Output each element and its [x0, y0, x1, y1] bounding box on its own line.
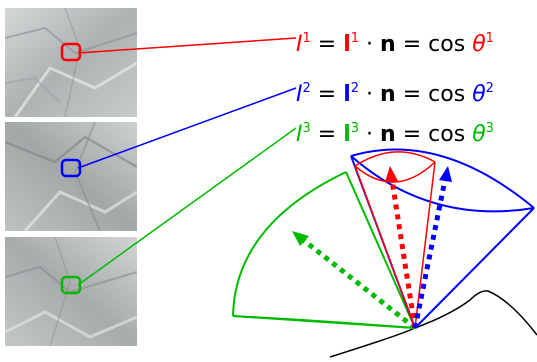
eq1-light-vector: l — [343, 32, 351, 57]
crumpled-surface-photo-1 — [5, 8, 137, 117]
pixel-marker-red — [60, 42, 82, 62]
eq3-intensity-superscript: 3 — [302, 121, 311, 136]
eq1-normal-vector: n — [380, 32, 396, 57]
eq1-equals-sign-2: = — [402, 32, 422, 57]
surface-curve — [329, 290, 537, 358]
eq1-intensity: I — [296, 32, 303, 57]
connector-line-red — [77, 37, 297, 54]
eq3-normal-vector: n — [380, 122, 396, 147]
eq1-dot-operator: · — [366, 32, 374, 57]
eq3-theta: θ — [472, 122, 486, 147]
eq1-intensity-superscript: 1 — [302, 31, 311, 46]
eq3-theta-superscript: 3 — [485, 121, 494, 136]
eq3-equals-sign: = — [317, 122, 337, 147]
eq2-intensity-superscript: 2 — [302, 81, 311, 96]
eq2-equals-sign: = — [317, 82, 337, 107]
eq3-intensity: I — [296, 122, 303, 147]
light-direction-arrow-green — [292, 231, 417, 330]
pixel-marker-green — [60, 275, 82, 295]
eq3-light-superscript: 3 — [350, 121, 360, 136]
crumpled-surface-photo-3 — [5, 237, 137, 346]
pixel-marker-blue — [60, 158, 82, 178]
equation-3: I3 = l3 · n = cos θ3 — [296, 116, 494, 148]
eq2-dot-operator: · — [366, 82, 374, 107]
eq1-equals-sign: = — [317, 32, 337, 57]
equation-2: I2 = l2 · n = cos θ2 — [296, 76, 494, 108]
eq2-light-vector: l — [343, 82, 351, 107]
eq3-equals-sign-2: = — [402, 122, 422, 147]
eq1-theta-superscript: 1 — [485, 31, 494, 46]
cone-red — [354, 151, 436, 329]
eq2-normal-vector: n — [380, 82, 396, 107]
connector-line-green — [77, 127, 297, 286]
eq1-cos: cos — [428, 32, 466, 57]
eq2-light-superscript: 2 — [350, 81, 360, 96]
eq2-equals-sign-2: = — [402, 82, 422, 107]
eq3-dot-operator: · — [366, 122, 374, 147]
eq3-light-vector: l — [343, 122, 351, 147]
eq1-theta: θ — [472, 32, 486, 57]
light-direction-arrow-red — [385, 166, 418, 329]
eq1-light-superscript: 1 — [350, 31, 360, 46]
eq2-theta-superscript: 2 — [485, 81, 494, 96]
eq3-cos: cos — [428, 122, 466, 147]
connector-line-blue — [77, 87, 297, 169]
eq2-cos: cos — [428, 82, 466, 107]
cone-green — [232, 171, 416, 329]
equation-1: I1 = l1 · n = cos θ1 — [296, 26, 494, 58]
eq2-intensity: I — [296, 82, 303, 107]
eq2-theta: θ — [472, 82, 486, 107]
light-direction-arrow-blue — [412, 166, 452, 329]
